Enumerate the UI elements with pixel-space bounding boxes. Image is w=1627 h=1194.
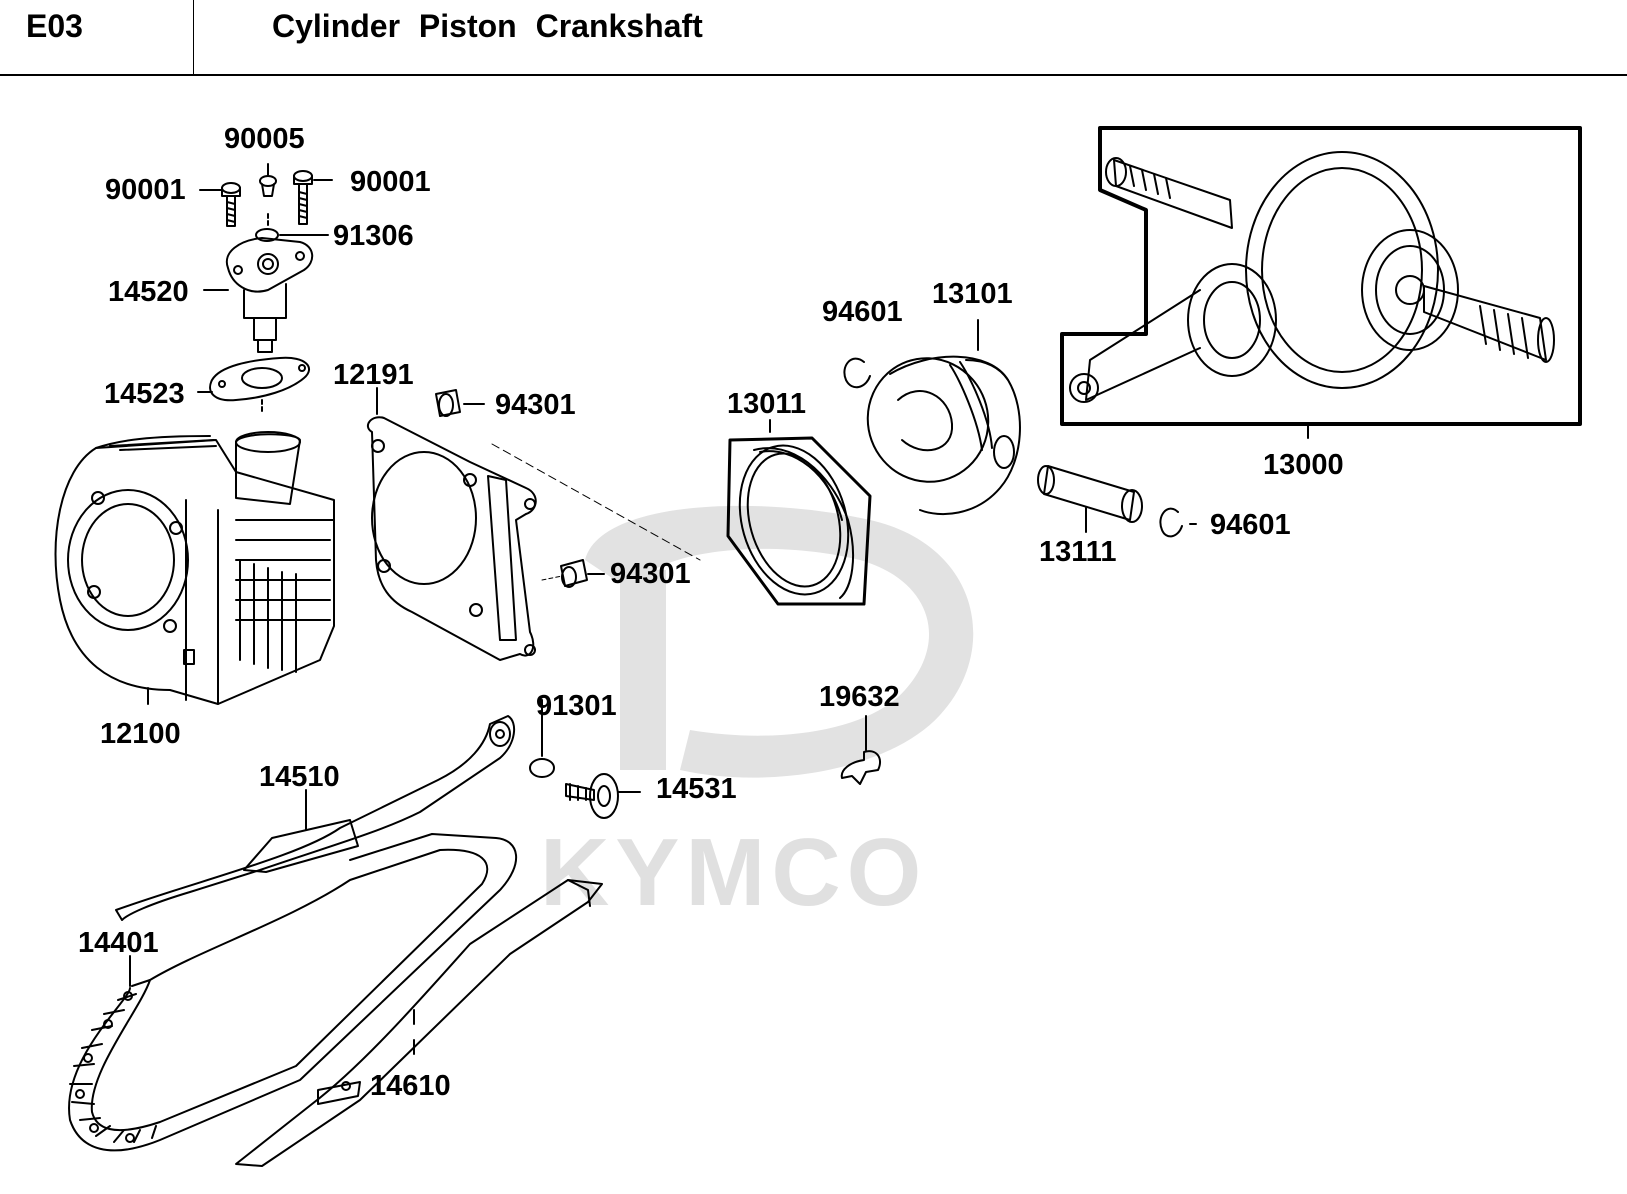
kymco-watermark-logo: KYMCO [540, 505, 974, 926]
gasket-12191 [366, 416, 701, 661]
label-13011: 13011 [727, 388, 807, 420]
label-13111: 13111 [1039, 536, 1117, 568]
label-94601-top: 94601 [822, 296, 903, 328]
piston-pin-clip-94601-right [1159, 507, 1183, 538]
label-14510: 14510 [259, 761, 340, 793]
chain-guide-14610 [235, 879, 603, 1167]
piston-13101 [866, 319, 1021, 516]
label-12191: 12191 [333, 359, 414, 391]
cam-chain-14401 [68, 833, 517, 1152]
header-divider [193, 0, 194, 74]
label-14401: 14401 [78, 927, 159, 959]
label-12100: 12100 [100, 718, 181, 750]
washer-91301 [529, 758, 555, 778]
piston-pin-clip-94601-top [843, 357, 871, 389]
chain-tensioner-guide-14510 [115, 715, 516, 921]
cylinder-12100 [54, 431, 335, 705]
dowel-pin-94301-bottom [541, 559, 588, 588]
watermark-text: KYMCO [540, 819, 927, 926]
diagram-title: Cylinder Piston Crankshaft [272, 8, 703, 44]
label-14520: 14520 [108, 276, 189, 308]
label-94301-bottom: 94301 [610, 558, 691, 590]
piston-rings-13011 [726, 436, 872, 606]
label-14523: 14523 [104, 378, 185, 410]
clip-19632 [840, 750, 882, 785]
dowel-pin-94301-top [435, 389, 461, 417]
section-code: E03 [26, 8, 83, 44]
gasket-14523 [209, 356, 310, 413]
screw-90005 [259, 175, 277, 197]
label-90001-right: 90001 [350, 166, 431, 198]
label-13000: 13000 [1263, 449, 1344, 481]
washer-91306 [255, 228, 279, 242]
leader-lines [129, 163, 1197, 1055]
label-94301-top: 94301 [495, 389, 576, 421]
tensioner-14520 [225, 213, 314, 353]
crankshaft-13000 [1060, 126, 1582, 439]
bolt-14531 [565, 773, 619, 819]
bolt-90001-right [293, 170, 313, 225]
bolt-90001-left [221, 182, 241, 227]
label-14531: 14531 [656, 773, 737, 805]
label-90005: 90005 [224, 123, 305, 155]
piston-pin-13111 [1037, 465, 1143, 533]
label-19632: 19632 [819, 681, 900, 713]
label-13101: 13101 [932, 278, 1013, 310]
label-91301: 91301 [536, 690, 617, 722]
label-90001-left: 90001 [105, 174, 186, 206]
label-91306: 91306 [333, 220, 414, 252]
diagram-header: E03 Cylinder Piston Crankshaft [0, 0, 1627, 76]
label-94601-right: 94601 [1210, 509, 1291, 541]
label-14610: 14610 [370, 1070, 451, 1102]
